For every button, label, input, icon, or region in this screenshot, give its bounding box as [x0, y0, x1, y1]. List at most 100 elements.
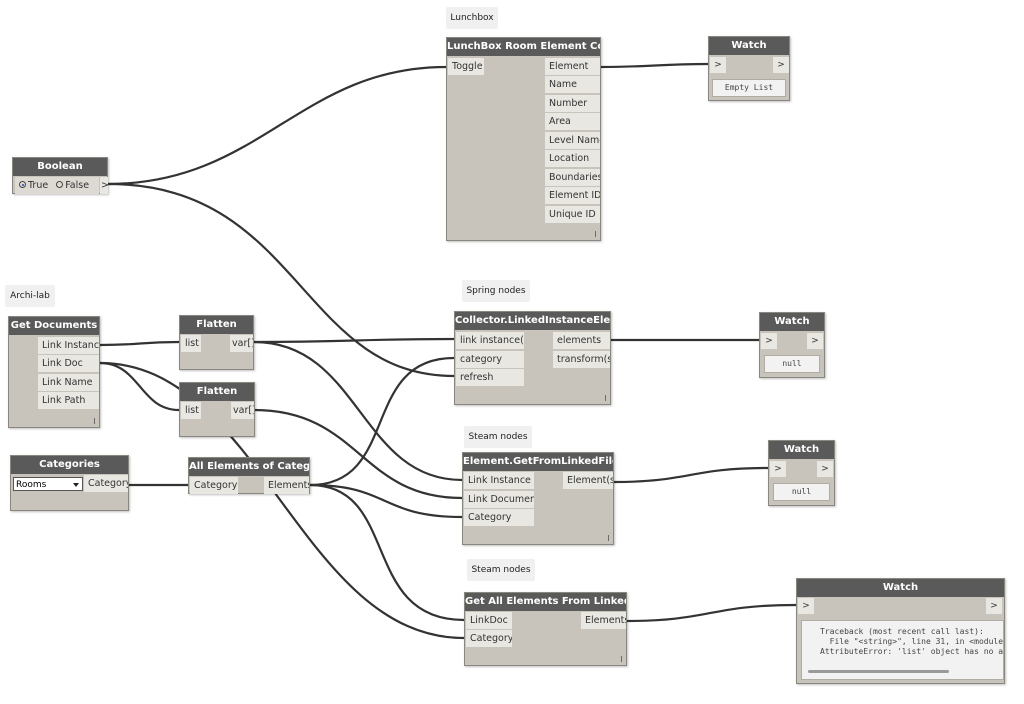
node-title: Categories [11, 456, 128, 474]
output-port-link-name[interactable]: Link Name [38, 374, 99, 391]
wire-allelements-to-getfromlinked [309, 483, 463, 519]
node-title: Boolean [13, 158, 107, 176]
output-port-elements[interactable]: Elements [264, 477, 309, 494]
resize-grip[interactable] [605, 395, 606, 401]
node-title: Watch [760, 313, 824, 331]
output-port-link-path[interactable]: Link Path [38, 392, 99, 409]
input-port-list[interactable]: list [181, 335, 201, 352]
output-port[interactable]: > [773, 57, 789, 73]
output-port[interactable]: > [100, 177, 108, 194]
output-port-category[interactable]: Category [84, 475, 128, 492]
group-label-steam-2[interactable]: Steam nodes [467, 559, 535, 581]
output-port-elements[interactable]: elements [553, 332, 610, 349]
output-port-link-doc[interactable]: Link Doc [38, 355, 99, 372]
input-port[interactable]: > [710, 57, 726, 73]
output-port-unique-id[interactable]: Unique ID [545, 206, 600, 223]
input-port-link-instance[interactable]: Link Instance [464, 472, 534, 489]
group-label-spring[interactable]: Spring nodes [462, 280, 530, 302]
output-port-location[interactable]: Location [545, 150, 600, 167]
wire-linkdoc-to-flatten2 [99, 361, 180, 412]
output-port-area[interactable]: Area [545, 113, 600, 130]
collector-linked-instance-elements-node[interactable]: Collector.LinkedInstanceElements link in… [454, 311, 611, 405]
get-documents-node[interactable]: Get Documents Link Instance Link Doc Lin… [8, 316, 100, 428]
node-title: Get Documents [9, 317, 99, 335]
watch-value: null [764, 355, 820, 373]
input-port-linkdoc[interactable]: LinkDoc [466, 612, 512, 629]
input-port-refresh[interactable]: refresh [456, 369, 524, 386]
output-port-var[interactable]: var[] [231, 402, 254, 419]
node-title: Watch [797, 579, 1004, 597]
watch-node-1[interactable]: Watch > > Empty List [708, 36, 790, 101]
output-port-number[interactable]: Number [545, 95, 600, 112]
flatten-node-2[interactable]: Flatten list var[] [179, 382, 255, 437]
input-port[interactable]: > [770, 461, 786, 477]
resize-grip[interactable] [94, 418, 95, 424]
horizontal-scrollbar[interactable] [808, 670, 949, 673]
input-port-category[interactable]: Category [190, 477, 238, 494]
group-label-lunchbox[interactable]: Lunchbox [446, 7, 498, 29]
output-port-name[interactable]: Name [545, 76, 600, 93]
group-label-archilab[interactable]: Archi-lab [5, 285, 55, 307]
dropdown-value: Rooms [16, 480, 47, 490]
wire-lunchbox-to-watch [600, 62, 709, 69]
input-port-toggle[interactable]: Toggle [448, 58, 484, 75]
node-title: Flatten [180, 316, 253, 334]
wire-allelements-to-collector [309, 356, 455, 487]
input-port-link-instances[interactable]: link instance(s) [456, 332, 524, 349]
input-port-category[interactable]: Category [464, 509, 534, 526]
traceback-line: Traceback (most recent call last): [820, 627, 984, 636]
traceback-line: File "<string>", line 31, in <module [820, 637, 1003, 646]
watch-traceback: Traceback (most recent call last): File … [801, 620, 1004, 680]
resize-grip[interactable] [595, 231, 596, 237]
output-port-elements[interactable]: Elements [581, 612, 626, 629]
watch-value: null [773, 483, 830, 501]
wire-linkinstance-to-flatten1 [99, 340, 180, 347]
watch-node-3[interactable]: Watch > > null [768, 440, 835, 506]
watch-node-4[interactable]: Watch > > Traceback (most recent call la… [796, 578, 1005, 684]
output-port-element-id[interactable]: Element ID [545, 187, 600, 204]
resize-grip[interactable] [621, 656, 622, 662]
wire-getalllinked-to-watch4 [626, 603, 797, 623]
watch-node-2[interactable]: Watch > > null [759, 312, 825, 378]
lunchbox-room-collector-node[interactable]: LunchBox Room Element Collector Toggle E… [446, 37, 601, 241]
output-port-boundaries[interactable]: Boundaries [545, 169, 600, 186]
output-port[interactable]: > [817, 461, 833, 477]
node-title: Watch [709, 37, 789, 55]
output-port-transforms[interactable]: transform(s) [553, 351, 610, 368]
output-port[interactable]: > [986, 598, 1002, 614]
radio-false-label: False [65, 180, 90, 191]
get-all-elements-from-linked-model-node[interactable]: Get All Elements From Linked Model LinkD… [464, 592, 627, 666]
resize-grip[interactable] [608, 535, 609, 541]
node-title: Flatten [180, 383, 254, 401]
wire-allelements-to-getalllinked [309, 483, 465, 622]
output-port-element[interactable]: Element [545, 58, 600, 75]
all-elements-of-category-node[interactable]: All Elements of Category Category Elemen… [188, 457, 310, 494]
input-port-link-document[interactable]: Link Document [464, 491, 534, 508]
input-port[interactable]: > [798, 598, 814, 614]
output-port-elements[interactable]: Element(s) [563, 472, 613, 489]
chevron-down-icon [73, 483, 79, 487]
boolean-node[interactable]: Boolean True False > [12, 157, 108, 194]
category-dropdown[interactable]: Rooms [13, 477, 83, 491]
group-label-steam-1[interactable]: Steam nodes [464, 426, 532, 448]
output-port[interactable]: > [807, 333, 823, 349]
output-port-level-name[interactable]: Level Name [545, 132, 600, 149]
element-get-from-linked-file-node[interactable]: Element.GetFromLinkedFile Link Instance … [462, 452, 614, 545]
categories-node[interactable]: Categories Rooms Category [10, 455, 129, 511]
output-port-link-instance[interactable]: Link Instance [38, 337, 99, 354]
input-port-category[interactable]: category [456, 351, 524, 368]
node-title: All Elements of Category [189, 458, 309, 476]
wire-boolean-to-toggle [107, 65, 447, 186]
input-port-category[interactable]: Category [466, 630, 512, 647]
output-port-var[interactable]: var[] [230, 335, 253, 352]
flatten-node-1[interactable]: Flatten list var[] [179, 315, 254, 370]
watch-value: Empty List [712, 79, 786, 97]
input-port-list[interactable]: list [181, 402, 201, 419]
radio-false-icon[interactable] [56, 181, 64, 188]
wire-getfromlinked-to-watch3 [613, 466, 769, 484]
input-port[interactable]: > [761, 333, 777, 349]
node-title: Get All Elements From Linked Model [465, 593, 626, 611]
boolean-toggle[interactable]: True False [15, 177, 99, 194]
radio-true-icon[interactable] [19, 181, 26, 188]
wire-boolean-to-refresh [107, 182, 455, 378]
